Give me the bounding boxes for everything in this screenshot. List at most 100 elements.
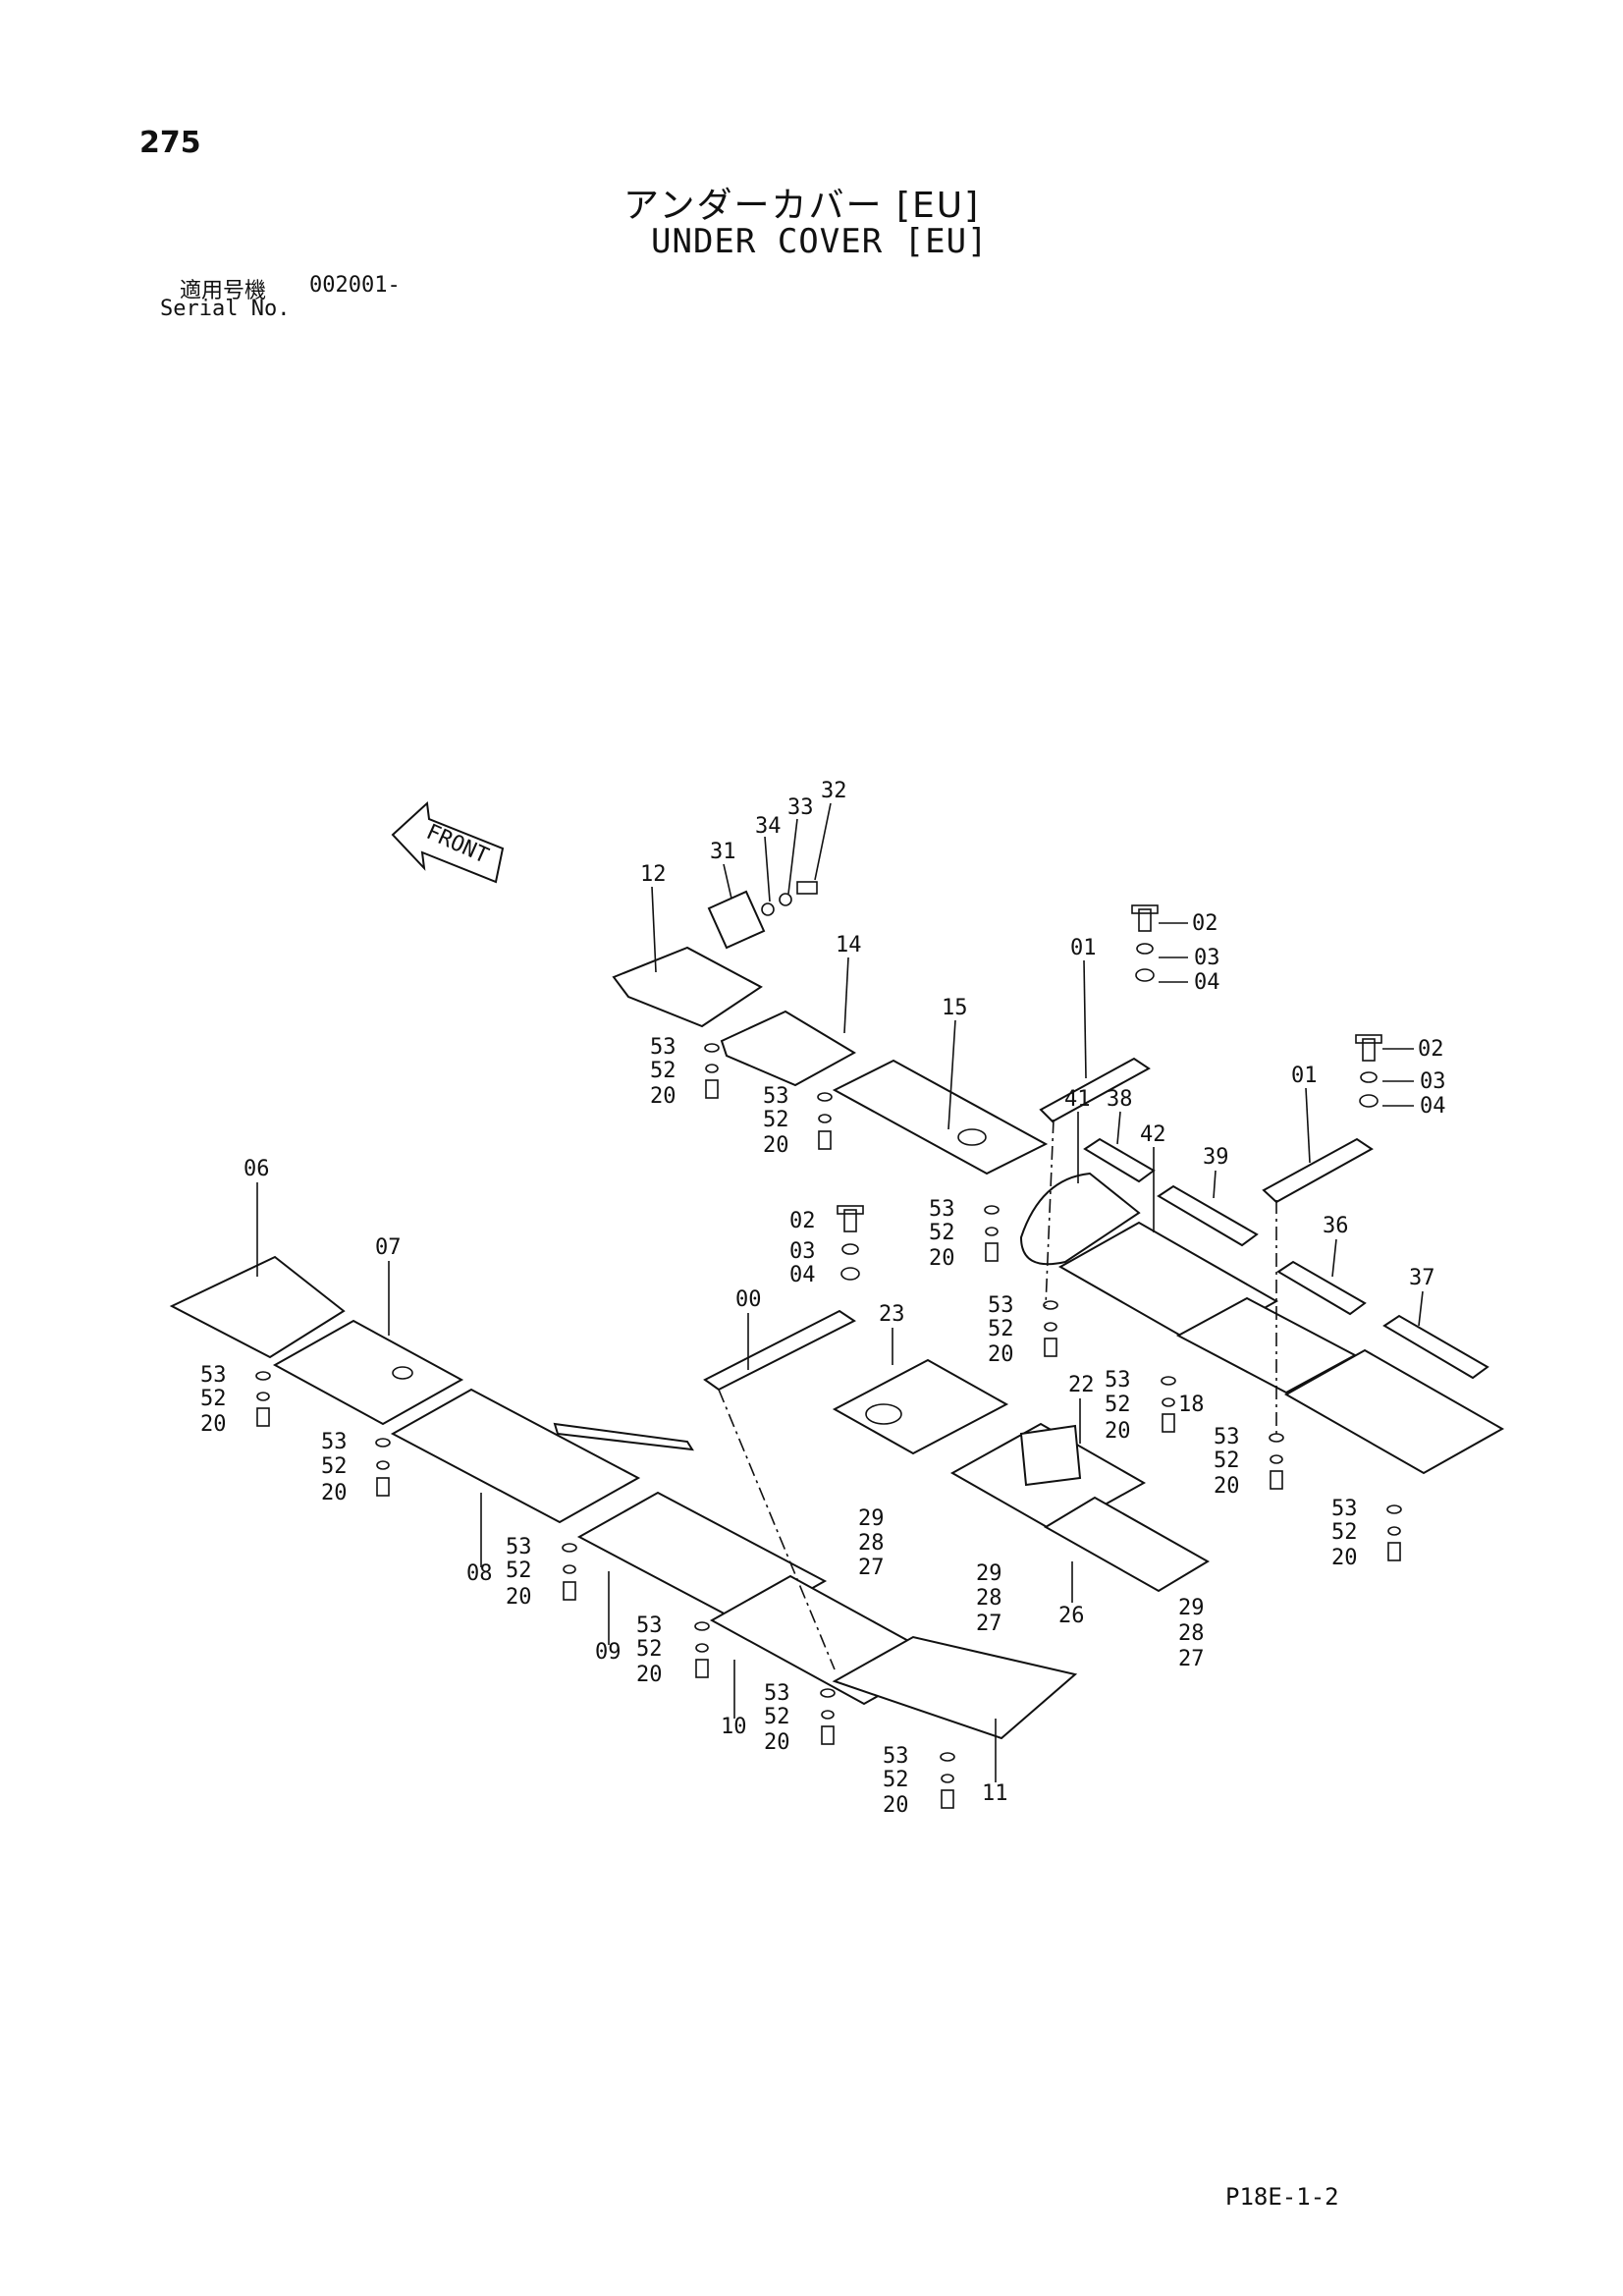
hardware-stacks [255,881,1402,1809]
callout-20: 20 [1331,1546,1358,1570]
callout-53: 53 [200,1363,227,1388]
callout-20: 20 [883,1793,909,1818]
part-01-bracket-upper [1039,1057,1151,1123]
callout-53: 53 [1105,1368,1131,1393]
callout-20: 20 [321,1481,348,1505]
callout-04c: 04 [789,1263,816,1287]
callout-03c: 03 [789,1239,816,1264]
alignment-line [1045,1119,1055,1307]
alignment-line [718,1389,836,1670]
part-12-panel [612,946,763,1028]
callout-33: 33 [787,795,814,820]
callout-53: 53 [883,1744,909,1769]
callout-52: 52 [506,1558,532,1583]
part-41-cover [1019,1172,1141,1266]
part-14-panel [720,1010,857,1087]
callout-27b: 27 [976,1612,1002,1636]
callout-32: 32 [821,779,847,803]
callout-04a: 04 [1194,970,1220,995]
serial-number-value: 002001- [309,273,401,298]
callout-29c: 29 [1178,1596,1205,1620]
callout-03a: 03 [1194,946,1220,970]
page-number: 275 [139,126,201,160]
callout-10: 10 [721,1715,747,1739]
part-right-rear-panel [1283,1348,1505,1475]
callout-26: 26 [1058,1604,1085,1628]
callout-02c: 02 [789,1209,816,1233]
callout-20: 20 [506,1585,532,1610]
part-06-panel [169,1255,346,1359]
part-23-panel [832,1358,1009,1455]
part-00-bracket [703,1309,856,1392]
callout-53: 53 [650,1035,676,1060]
callout-20: 20 [1214,1474,1240,1499]
callout-53: 53 [1214,1425,1240,1449]
part-31-plate [707,890,766,950]
callout-20: 20 [650,1084,676,1109]
callout-20: 20 [200,1412,227,1437]
callout-23: 23 [879,1302,905,1327]
callout-52: 52 [1105,1393,1131,1417]
part-39-seal [1157,1184,1259,1247]
callout-53: 53 [988,1293,1014,1318]
part-15-panel [832,1059,1049,1175]
callout-34: 34 [755,814,782,839]
callout-04b: 04 [1420,1094,1446,1119]
callout-28a: 28 [858,1531,885,1556]
callout-52: 52 [883,1768,909,1792]
callout-52: 52 [200,1387,227,1411]
callout-02b: 02 [1418,1037,1444,1062]
callout-20: 20 [763,1133,789,1158]
callout-20: 20 [636,1663,663,1687]
callout-22: 22 [1068,1373,1095,1397]
serial-label-english: Serial No. [160,297,291,321]
callout-52: 52 [763,1108,789,1132]
drawing-code: P18E-1-2 [1225,2183,1339,2211]
callout-12: 12 [640,862,667,887]
callout-08: 08 [466,1561,493,1586]
callout-53: 53 [764,1681,790,1706]
callout-52: 52 [1214,1449,1240,1473]
callout-52: 52 [636,1637,663,1662]
callout-42: 42 [1140,1122,1166,1147]
callout-01a: 01 [1070,936,1097,960]
callout-20: 20 [988,1342,1014,1367]
front-arrow-icon: FRONT [391,800,505,884]
callout-07: 07 [375,1235,402,1260]
callout-52: 52 [1331,1520,1358,1545]
part-26-panel [1044,1496,1210,1593]
callout-39: 39 [1203,1145,1229,1170]
callout-00: 00 [735,1287,762,1312]
callout-29a: 29 [858,1506,885,1531]
callout-28b: 28 [976,1586,1002,1611]
callout-20: 20 [1105,1419,1131,1444]
callout-28c: 28 [1178,1621,1205,1646]
serial-label-japanese: 適用号機 [180,279,267,303]
callout-52: 52 [650,1059,676,1083]
callout-53: 53 [636,1613,663,1638]
callout-53: 53 [929,1197,955,1222]
callout-31: 31 [710,840,736,864]
leader-lines [256,802,1424,1782]
part-08-panel [390,1388,694,1524]
callout-15: 15 [942,996,968,1020]
callout-52: 52 [764,1705,790,1729]
title-japanese: アンダーカバー [EU] [623,186,981,226]
callout-53: 53 [763,1084,789,1109]
callout-06: 06 [243,1157,270,1181]
part-11-panel [832,1635,1078,1740]
part-01-bracket-right [1262,1137,1374,1204]
callout-52: 52 [321,1454,348,1479]
callout-02a: 02 [1192,911,1218,936]
callout-29b: 29 [976,1561,1002,1586]
part-07-panel [272,1319,464,1426]
callout-53: 53 [1331,1497,1358,1521]
callout-36: 36 [1323,1214,1349,1238]
part-37-seal [1382,1314,1489,1380]
title-english: UNDER COVER [EU] [651,222,989,261]
callout-53: 53 [506,1535,532,1559]
callout-52: 52 [988,1317,1014,1341]
callout-20: 20 [764,1730,790,1755]
callout-27a: 27 [858,1556,885,1580]
